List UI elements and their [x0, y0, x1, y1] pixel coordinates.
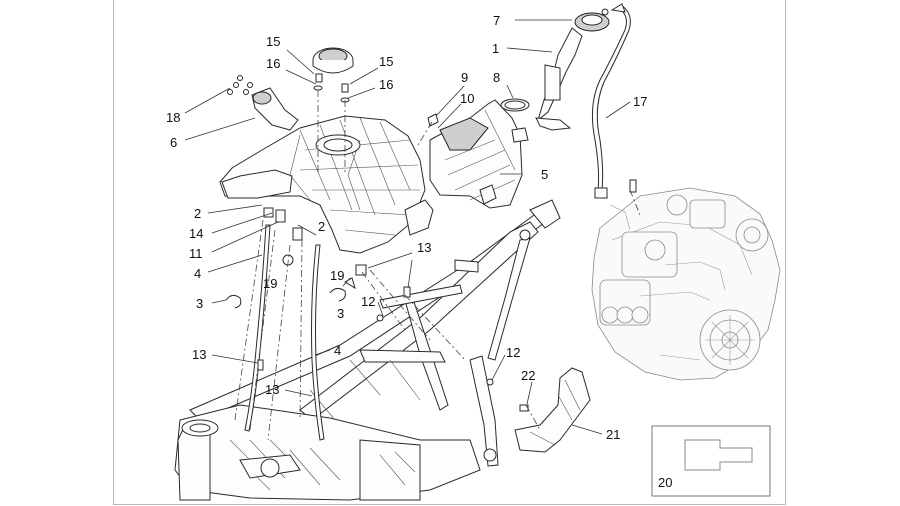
callout-13-left: 13 — [192, 347, 206, 362]
callout-16-right: 16 — [379, 77, 393, 92]
decal-sticker — [651, 425, 771, 497]
callout-2-left: 2 — [194, 206, 201, 221]
breather-hose — [591, 3, 637, 199]
callout-12-right: 12 — [506, 345, 520, 360]
cap-fasteners — [313, 73, 350, 103]
callout-10: 10 — [460, 91, 474, 106]
tank-valve — [227, 75, 299, 131]
callout-12-mid: 12 — [361, 294, 375, 309]
callout-20: 20 — [658, 475, 672, 490]
callout-8: 8 — [493, 70, 500, 85]
callout-3-left: 3 — [196, 296, 203, 311]
callout-18: 18 — [166, 110, 180, 125]
callout-11: 11 — [189, 246, 203, 261]
engine-assembly — [591, 187, 781, 381]
callout-13-top: 13 — [417, 240, 431, 255]
filler-neck — [500, 8, 610, 131]
callout-15-left: 15 — [266, 34, 280, 49]
callout-labels: 7 1 8 17 15 15 16 16 9 10 18 6 5 2 14 2 … — [166, 13, 672, 490]
callout-6: 6 — [170, 135, 177, 150]
callout-4-left: 4 — [194, 266, 201, 281]
hose-clips — [225, 287, 346, 309]
callout-7: 7 — [493, 13, 500, 28]
drain-hoses — [244, 207, 494, 441]
callout-9: 9 — [461, 70, 468, 85]
callout-19-right: 19 — [330, 268, 344, 283]
leader-lines — [184, 19, 631, 435]
callout-13-bottom: 13 — [265, 382, 279, 397]
rear-bracket — [514, 367, 591, 453]
motorcycle-frame — [174, 199, 561, 501]
callout-4-right: 4 — [334, 343, 341, 358]
filler-cap — [312, 47, 354, 74]
fuel-canister — [427, 99, 529, 209]
callout-16-left: 16 — [266, 56, 280, 71]
callout-14: 14 — [189, 226, 203, 241]
callout-21: 21 — [606, 427, 620, 442]
callout-22: 22 — [521, 368, 535, 383]
diagram-border — [113, 0, 786, 505]
callout-15-right: 15 — [379, 54, 393, 69]
callout-5: 5 — [541, 167, 548, 182]
fuel-tank — [219, 115, 434, 254]
callout-2-right: 2 — [318, 219, 325, 234]
alignment-lines — [234, 90, 641, 441]
callout-1: 1 — [492, 41, 499, 56]
callout-3-right: 3 — [337, 306, 344, 321]
callout-17: 17 — [633, 94, 647, 109]
callout-19-left: 19 — [263, 276, 277, 291]
